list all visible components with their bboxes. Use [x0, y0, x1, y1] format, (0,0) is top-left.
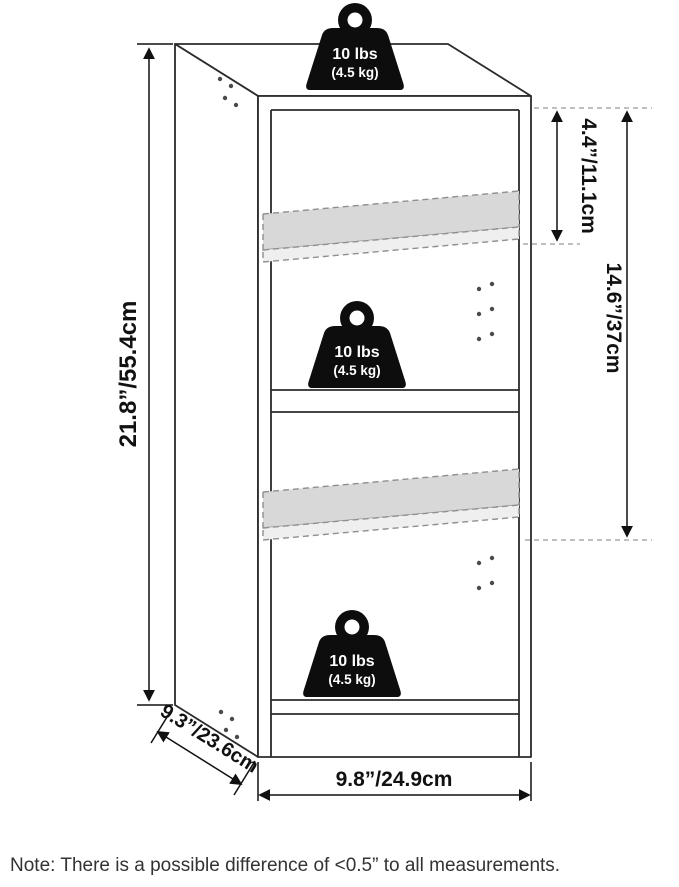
- weight-label-kg: (4.5 kg): [331, 65, 378, 80]
- weight-badge-bottom: 10 lbs (4.5 kg): [303, 610, 401, 697]
- depth-dimension-arrow: [156, 731, 243, 785]
- weight-label-kg: (4.5 kg): [333, 363, 380, 378]
- shelf-unit-outline: [174, 43, 532, 758]
- overall-height-label: 21.8”/55.4cm: [115, 301, 142, 448]
- dimension-extension-dashed-lines: [523, 107, 652, 541]
- shelf-pin-holes: [476, 281, 495, 591]
- weight-label-lbs: 10 lbs: [329, 653, 374, 670]
- weight-label-lbs: 10 lbs: [334, 344, 379, 361]
- adjustable-shelf-upper-front-edge: [262, 226, 520, 263]
- depth-extension-front: [233, 760, 256, 796]
- depth-extension-back: [150, 708, 173, 744]
- dimension-lines: [137, 43, 633, 801]
- adjustable-shelf-lower: [262, 468, 520, 541]
- shelf-left-face: [174, 43, 259, 758]
- measurement-note: Note: There is a possible difference of …: [10, 855, 560, 876]
- weight-body-icon: [308, 326, 406, 388]
- weight-body-icon: [306, 28, 404, 90]
- weight-badge-top: 10 lbs (4.5 kg): [306, 3, 404, 90]
- adjustable-shelf-lower-front-edge: [262, 504, 520, 541]
- adjustable-shelf-upper: [262, 190, 520, 263]
- weight-label-lbs: 10 lbs: [332, 46, 377, 63]
- width-label: 9.8”/24.9cm: [336, 768, 453, 791]
- section-height-label: 14.6”/37cm: [602, 263, 625, 374]
- weight-label-kg: (4.5 kg): [328, 672, 375, 687]
- opening-height-label: 4.4”/11.1cm: [577, 118, 600, 234]
- weight-body-icon: [303, 635, 401, 697]
- weight-badge-middle: 10 lbs (4.5 kg): [308, 301, 406, 388]
